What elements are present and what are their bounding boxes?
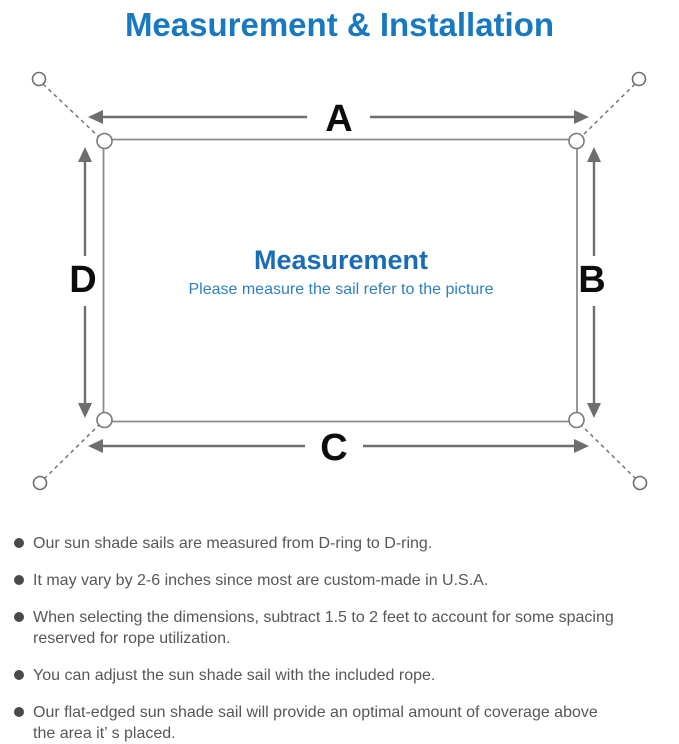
side-label-c: C (320, 427, 347, 469)
list-item: Our sun shade sails are measured from D-… (14, 533, 673, 554)
note-text: Our flat-edged sun shade sail will provi… (33, 704, 598, 742)
bullet-icon (14, 707, 24, 717)
arrowhead-c-right-icon (574, 439, 589, 453)
note-text: You can adjust the sun shade sail with t… (33, 667, 436, 684)
dashed-anchor-line-top-right (579, 83, 636, 139)
list-item: It may vary by 2-6 inches since most are… (14, 570, 673, 591)
page-title: Measurement & Installation (124, 6, 555, 43)
list-item: You can adjust the sun shade sail with t… (14, 665, 673, 686)
arrowhead-a-left-icon (88, 110, 103, 124)
dashed-anchor-line-bottom-left (43, 423, 101, 480)
side-label-b: B (578, 259, 605, 301)
list-item: When selecting the dimensions, subtract … (14, 607, 673, 649)
measurement-diagram: A B C D Measurement Please measure the s… (31, 71, 648, 491)
arrowhead-a-right-icon (574, 110, 589, 124)
note-text: When selecting the dimensions, subtract … (33, 609, 614, 647)
dashed-anchor-line-bottom-right (579, 423, 637, 480)
arrowhead-d-down-icon (78, 403, 92, 418)
note-text: It may vary by 2-6 inches since most are… (33, 572, 489, 589)
anchor-ring-icon-bottom-left (32, 475, 48, 491)
anchor-ring-icon-top-left (31, 71, 47, 87)
bullet-icon (14, 538, 24, 548)
bullet-icon (14, 670, 24, 680)
bullet-icon (14, 612, 24, 622)
anchor-ring-icon-bottom-right (632, 475, 648, 491)
notes-list: Our sun shade sails are measured from D-… (14, 533, 673, 744)
arrowhead-d-up-icon (78, 147, 92, 162)
list-item: Our flat-edged sun shade sail will provi… (14, 702, 673, 744)
bullet-icon (14, 575, 24, 585)
d-ring-icon-bottom-left (96, 411, 113, 429)
shade-sail-outline (102, 138, 578, 423)
arrowhead-c-left-icon (88, 439, 103, 453)
anchor-ring-icon-top-right (631, 71, 647, 87)
arrowhead-b-down-icon (587, 403, 601, 418)
arrowhead-b-up-icon (587, 147, 601, 162)
side-label-a: A (325, 98, 352, 140)
d-ring-icon-top-left (96, 132, 113, 150)
d-ring-icon-top-right (568, 132, 585, 150)
note-text: Our sun shade sails are measured from D-… (33, 535, 433, 552)
diagram-center-subtitle: Please measure the sail refer to the pic… (188, 281, 493, 298)
diagram-center-title: Measurement (254, 245, 428, 275)
dashed-anchor-line-top-left (42, 83, 101, 139)
side-label-d: D (69, 259, 96, 301)
d-ring-icon-bottom-right (568, 411, 585, 429)
